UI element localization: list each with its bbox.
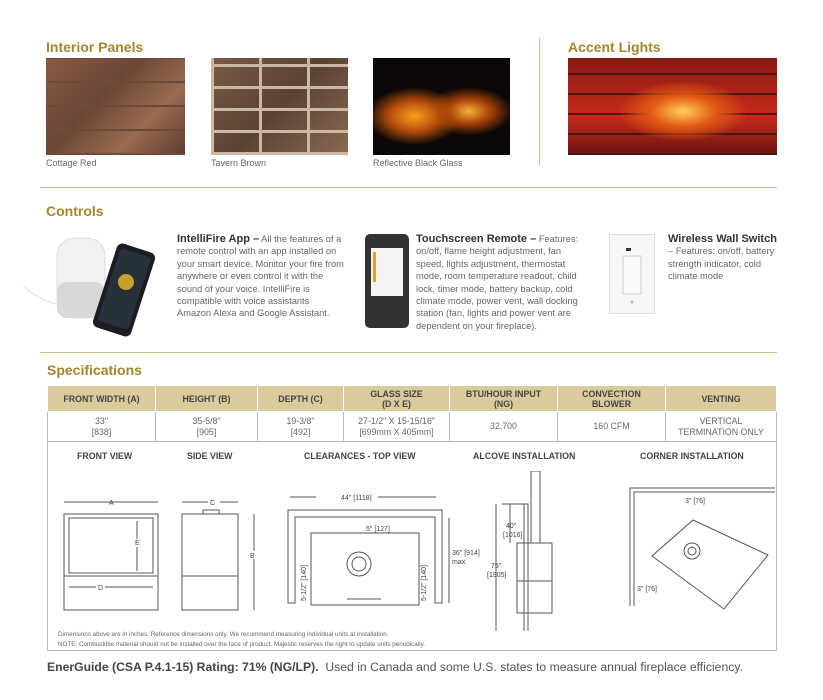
touchscreen-remote-desc: Touchscreen Remote – Features: on/off, f… [416, 233, 582, 332]
control-desc: Features: on/off, flame height adjustmen… [416, 234, 579, 331]
divider [539, 38, 540, 166]
diagram-title: FRONT VIEW [77, 451, 133, 461]
dimension-label: 5-1/2" [140] [421, 565, 428, 601]
dimension-label: 3" [76] [685, 498, 705, 505]
table-row: 33" [838] 35-5/8" [905] 19-3/8" [492] 27… [47, 411, 777, 442]
accent-lights-heading: Accent Lights [568, 39, 661, 55]
diagrams-panel: FRONT VIEW SIDE VIEW CLEARANCES - TOP VI… [47, 441, 777, 651]
diagram-title: CLEARANCES - TOP VIEW [304, 451, 416, 461]
dimension-label: A [109, 500, 114, 507]
diagram-title: ALCOVE INSTALLATION [473, 451, 576, 461]
dimension-label: C [210, 500, 215, 507]
tavern-brown-swatch [211, 58, 348, 155]
dimension-label: max. [452, 559, 467, 566]
energuide-text: Used in Canada and some U.S. states to m… [318, 660, 743, 674]
reflective-black-glass-swatch [373, 58, 510, 155]
controls-heading: Controls [46, 203, 104, 219]
diagram-note: NOTE: Combustible material should not be… [58, 641, 426, 648]
panel-caption: Cottage Red [46, 158, 97, 168]
dimension-label: 5-1/2" [140] [301, 565, 308, 601]
interior-panels-heading: Interior Panels [46, 39, 144, 55]
column-header: HEIGHT (B) [155, 385, 258, 412]
dimension-label: D [98, 585, 103, 592]
specifications-heading: Specifications [47, 362, 142, 378]
table-cell: 27-1/2" X 15-15/16" [699mm X 405mm] [343, 411, 450, 442]
table-cell: VERTICAL TERMINATION ONLY [665, 411, 777, 442]
control-name: Wireless Wall Switch [668, 233, 777, 245]
front-view-diagram [63, 501, 159, 611]
intellifire-app-image [23, 237, 156, 337]
dimension-label: 44" [1118] [341, 495, 372, 502]
table-cell: 33" [838] [47, 411, 156, 442]
divider [40, 187, 777, 188]
control-desc: All the features of a remote control wit… [177, 234, 344, 319]
table-cell: 32,700 [449, 411, 558, 442]
dimension-label: 36" [914] [452, 550, 480, 557]
energuide-rating: EnerGuide (CSA P.4.1-15) Rating: 71% (NG… [47, 660, 743, 674]
accent-lights-image [568, 58, 777, 155]
diagram-note: Dimensions above are in inches. Referenc… [58, 631, 389, 638]
specifications-table: FRONT WIDTH (A) HEIGHT (B) DEPTH (C) GLA… [47, 385, 777, 442]
diagram-title: SIDE VIEW [187, 451, 233, 461]
diagram-title: CORNER INSTALLATION [640, 451, 744, 461]
column-header: FRONT WIDTH (A) [47, 385, 156, 412]
dimension-label: 5" [127] [366, 526, 390, 533]
side-view-diagram [181, 501, 255, 611]
control-desc: – Features: on/off, battery strength ind… [668, 246, 775, 282]
dimension-label: [1016] [503, 532, 523, 539]
column-header: GLASS SIZE (D X E) [343, 385, 450, 412]
corner-installation-diagram [629, 487, 775, 610]
control-name: Touchscreen Remote – [416, 233, 537, 245]
touchscreen-remote-image [365, 234, 409, 328]
column-header: VENTING [665, 385, 777, 412]
control-name: IntelliFire App – [177, 233, 260, 245]
dimension-label: 40" [506, 523, 517, 530]
dimension-label: E [135, 540, 140, 547]
column-header: CONVECTION BLOWER [557, 385, 666, 412]
intellifire-app-desc: IntelliFire App – All the features of a … [177, 233, 345, 320]
clearances-diagram [287, 496, 450, 606]
table-cell: 35-5/8" [905] [155, 411, 258, 442]
alcove-diagram [495, 471, 553, 631]
wall-switch-image [609, 234, 655, 314]
divider [40, 352, 777, 353]
panel-caption: Reflective Black Glass [373, 158, 463, 168]
dimension-label: 3" [76] [637, 586, 657, 593]
wall-switch-desc: Wireless Wall Switch– Features: on/off, … [668, 233, 783, 283]
table-cell: 19-3/8" [492] [257, 411, 344, 442]
energuide-label: EnerGuide (CSA P.4.1-15) Rating: 71% (NG… [47, 660, 319, 674]
dimension-label: B [250, 553, 255, 560]
panel-caption: Tavern Brown [211, 158, 267, 168]
column-header: BTU/HOUR INPUT (NG) [449, 385, 558, 412]
column-header: DEPTH (C) [257, 385, 344, 412]
table-header-row: FRONT WIDTH (A) HEIGHT (B) DEPTH (C) GLA… [47, 385, 777, 412]
cottage-red-swatch [46, 58, 185, 155]
installation-diagrams: A D E C B 44" [1118] 5" [127] 36" [914] … [63, 471, 775, 631]
table-cell: 160 CFM [557, 411, 666, 442]
dimension-label: [1905] [487, 572, 507, 579]
dimension-label: 75" [491, 563, 502, 570]
